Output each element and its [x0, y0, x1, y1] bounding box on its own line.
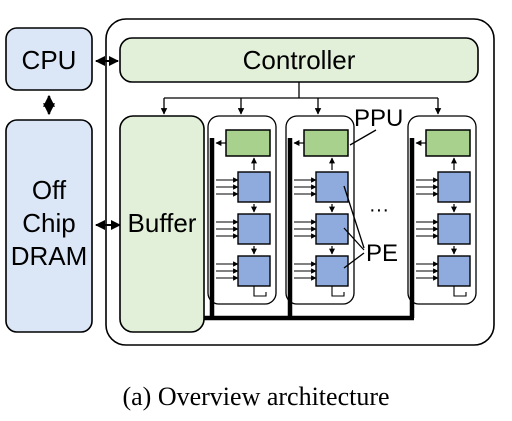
dram-label-line2: Chip [22, 208, 75, 238]
pe-pointers [343, 185, 365, 269]
pe-box-2-3 [315, 255, 349, 287]
ppu-box-3 [425, 129, 471, 157]
output-bus [204, 138, 415, 321]
controller-bus [164, 82, 438, 99]
ellipsis-label: ··· [369, 199, 389, 221]
ppu-box-2 [303, 129, 349, 157]
ppu-box-1 [225, 129, 271, 157]
dram-label-line3: DRAM [11, 241, 88, 271]
controller-bus-drops [160, 98, 442, 115]
dram-box [5, 119, 93, 333]
pe-box-3-2 [437, 213, 471, 245]
pe-columns [207, 115, 477, 305]
pe-return-line-2 [331, 286, 345, 297]
dram-label-line1: Off [32, 175, 67, 205]
cpu-label: CPU [22, 45, 77, 75]
pe-box-2-1 [315, 171, 349, 203]
cpu-box [5, 27, 93, 91]
pe-box-1-1 [237, 171, 271, 203]
pe-box-1-2 [237, 213, 271, 245]
buffer-box [119, 115, 205, 333]
pe-box-3-3 [437, 255, 471, 287]
pe-return-line-1 [253, 286, 267, 297]
buffer-label: Buffer [128, 208, 197, 238]
figure-caption: (a) Overview architecture [122, 382, 389, 411]
ppu-pointer [349, 129, 377, 146]
pe-label: PE [366, 240, 398, 267]
pe-box-1-3 [237, 255, 271, 287]
controller-label: Controller [243, 45, 356, 75]
pe-box-2-2 [315, 213, 349, 245]
pe-return-line-3 [453, 286, 467, 297]
ppu-label: PPU [354, 105, 403, 132]
pe-box-3-1 [437, 171, 471, 203]
